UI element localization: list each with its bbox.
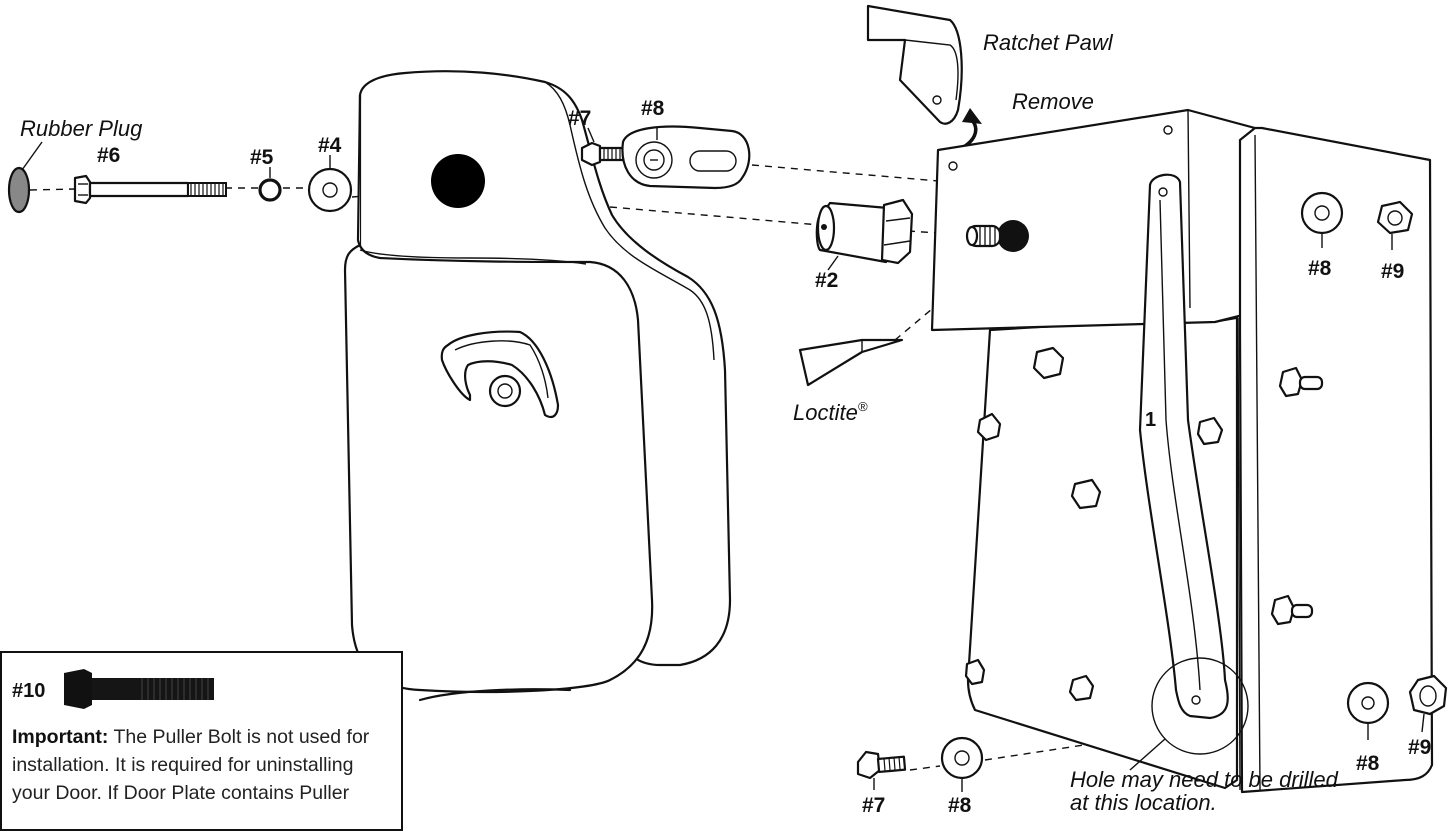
part-5-label: #5 <box>250 146 274 169</box>
arm-number-label: 1 <box>1145 409 1156 431</box>
spacer-2 <box>815 198 914 271</box>
door-housing <box>343 70 732 702</box>
washer-4 <box>307 155 353 213</box>
part-6-label: #6 <box>97 144 120 167</box>
part-10-label: #10 <box>12 680 46 702</box>
o-ring-5 <box>258 178 282 202</box>
puller-bolt-icon <box>64 669 214 709</box>
hex-nut-9-right <box>1376 200 1414 250</box>
part-4-label: #4 <box>318 134 342 157</box>
base-plate-assembly <box>930 108 1434 794</box>
puller-bolt-note-text: Important: The Puller Bolt is not used f… <box>12 723 392 807</box>
bolt-7-top <box>580 127 626 167</box>
ratchet-pawl-label: Ratchet Pawl <box>983 30 1114 55</box>
rubber-plug <box>7 141 43 214</box>
bolt-7-bottom <box>856 750 907 790</box>
long-bolt-6 <box>73 174 227 205</box>
exploded-assembly-diagram: Rubber Plug #6 #5 #4 <box>7 4 1448 814</box>
part-9-right-label: #9 <box>1381 260 1404 283</box>
hole-note-line2: at this location. <box>1070 790 1217 814</box>
hole-note-line1: Hole may need to be drilled <box>1070 767 1339 792</box>
washer-8-bottom-right <box>1346 681 1390 740</box>
part-7-bottom-label: #7 <box>862 794 885 814</box>
part-2-label: #2 <box>815 269 838 292</box>
loctite-tube <box>798 338 904 387</box>
washer-8-bottom-left <box>940 736 984 792</box>
plate-nuts <box>964 346 1324 702</box>
part-8-bottom-left-label: #8 <box>948 794 972 814</box>
part-8-top-label: #8 <box>641 97 665 120</box>
part-8-bottom-right-label: #8 <box>1356 752 1380 775</box>
ratchet-pawl <box>866 4 963 125</box>
rubber-plug-label: Rubber Plug <box>20 116 143 141</box>
mounting-plate-8 <box>621 125 751 190</box>
note-body: The Puller Bolt is not used for installa… <box>12 726 370 804</box>
washer-8-right <box>1300 191 1344 248</box>
loctite-label: Loctite® <box>793 399 868 425</box>
part-9-bottom-label: #9 <box>1408 736 1431 759</box>
part-7-top-label: #7 <box>568 107 591 130</box>
part-8-right-label: #8 <box>1308 257 1332 280</box>
note-heading: Important: <box>12 726 109 748</box>
threaded-stud <box>965 224 1002 248</box>
puller-bolt-note-box: #10 Important: The Puller Bolt is not us… <box>0 651 403 831</box>
hex-nut-9-bottom <box>1408 674 1448 733</box>
remove-label: Remove <box>1012 89 1094 114</box>
